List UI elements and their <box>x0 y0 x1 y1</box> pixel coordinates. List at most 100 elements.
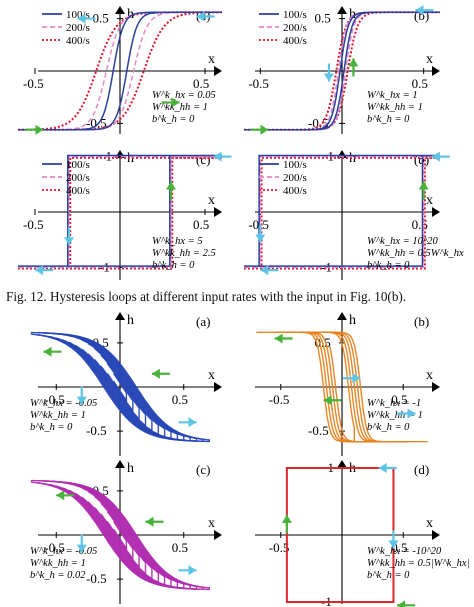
direction-arrow-head-3 <box>76 544 87 553</box>
y-axis-arrow <box>115 460 125 468</box>
x-tick-label: 0.5 <box>193 76 209 91</box>
x-axis-label: x <box>208 193 215 208</box>
y-axis-arrow <box>337 6 347 14</box>
x-tick-label: 0.5 <box>172 392 188 407</box>
direction-arrow-head-1 <box>56 490 65 501</box>
series-group <box>30 479 210 591</box>
legend-label: 100/s <box>283 159 307 171</box>
x-axis-arrow <box>432 382 440 392</box>
x-tick-label: -0.5 <box>23 76 44 91</box>
direction-arrow-head-3 <box>76 396 87 405</box>
series-loop-8 <box>74 336 166 438</box>
series-line-400-per-s <box>244 156 440 270</box>
direction-arrow-head-4 <box>352 373 361 384</box>
parameter-label: W^kk_hh = 1 <box>30 410 86 421</box>
direction-arrow-head-3 <box>35 265 43 276</box>
y-axis-label: h <box>349 7 356 22</box>
y-axis-arrow <box>115 312 125 320</box>
x-axis-label: x <box>426 52 433 67</box>
series-line <box>285 467 395 603</box>
series-loop-11 <box>93 347 147 427</box>
series-group <box>30 331 210 443</box>
x-axis-arrow <box>214 382 222 392</box>
direction-arrow-head-1 <box>255 234 266 243</box>
x-axis-arrow <box>214 66 222 76</box>
y-axis-label: h <box>127 151 134 166</box>
direction-arrow-head-3 <box>260 124 269 135</box>
direction-arrow-head-2 <box>418 181 429 190</box>
parameter-label: W^k_hx = -0.05 <box>30 546 97 557</box>
x-axis-label: x <box>208 52 215 67</box>
series-line-100-per-s <box>18 11 222 131</box>
direction-arrow-head-1 <box>64 237 74 246</box>
series-group <box>17 11 223 131</box>
parameter-label: W^kk_hh = 0.5W^k_hx <box>367 248 464 259</box>
series-loop-13 <box>106 363 134 413</box>
direction-arrow-head-1 <box>281 514 292 523</box>
x-tick-label: 0.5 <box>193 217 209 232</box>
parameter-label: W^k_hx = -10^20 <box>367 546 442 557</box>
direction-arrow-head-1 <box>77 13 86 24</box>
series-loop-12 <box>100 354 140 421</box>
series-line-400-per-s <box>18 156 222 270</box>
x-axis-label: x <box>208 516 215 531</box>
parameter-label: b^k_h = 0 <box>367 260 410 271</box>
direction-arrow-head-3 <box>35 124 44 135</box>
direction-arrow-head-1 <box>43 346 52 357</box>
series-line-100-per-s <box>244 154 440 267</box>
direction-arrow-head-2 <box>348 58 359 67</box>
legend-label: 400/s <box>66 35 90 47</box>
series-group <box>18 154 222 270</box>
y-axis-label: h <box>127 7 134 22</box>
y-tick-label: -0.5 <box>86 571 107 586</box>
parameter-label: W^k_hx = 1 <box>367 90 418 101</box>
direction-arrow-head-3 <box>260 265 269 276</box>
x-axis-arrow <box>432 66 440 76</box>
parameter-label: W^kk_hh = 1 <box>367 102 423 113</box>
series-loop-5 <box>329 331 355 443</box>
direction-arrow-head-2 <box>188 417 197 428</box>
panel-label: (a) <box>196 314 210 329</box>
x-tick-label: -0.5 <box>248 76 269 91</box>
panel-label: (c) <box>196 152 210 167</box>
series-loop-10 <box>87 490 153 580</box>
series-group <box>285 467 395 603</box>
parameter-label: W^k_hx = 5 <box>152 236 203 247</box>
series-loop-11 <box>93 495 147 575</box>
legend-label: 400/s <box>283 35 307 47</box>
series-group <box>244 154 440 270</box>
x-tick-label: -0.5 <box>44 540 65 555</box>
series-loop-13 <box>106 511 134 561</box>
parameter-label: b^k_h = 0 <box>367 570 410 581</box>
legend-label: 200/s <box>283 172 307 184</box>
x-axis-arrow <box>432 207 440 217</box>
series-line-100-per-s <box>18 154 222 267</box>
parameter-label: W^kk_hh = 1 <box>152 102 208 113</box>
parameter-label: W^kk_hh = 1 <box>30 558 86 569</box>
y-axis-label: h <box>127 313 134 328</box>
y-tick-label: -0.5 <box>308 423 329 438</box>
y-tick-label: -0.5 <box>308 115 329 130</box>
series-loop-9 <box>81 339 159 436</box>
parameter-label: W^kk_hh = 1 <box>367 410 423 421</box>
x-tick-label: 0.5 <box>172 540 188 555</box>
direction-arrow-head-2 <box>188 565 197 576</box>
y-tick-label: -0.5 <box>86 423 107 438</box>
y-axis-label: h <box>349 313 356 328</box>
x-tick-label: 0.5 <box>391 392 407 407</box>
x-axis-arrow <box>214 530 222 540</box>
direction-arrow-head-1 <box>274 333 283 344</box>
parameter-label: b^k_h = 0 <box>152 114 195 125</box>
series-loop-14 <box>113 521 128 551</box>
series-loop-14 <box>113 373 128 403</box>
panel-label: (b) <box>414 314 429 329</box>
x-tick-label: -0.5 <box>23 217 44 232</box>
x-axis-arrow <box>214 207 222 217</box>
parameter-label: W^kk_hh = 2.5 <box>152 248 216 259</box>
